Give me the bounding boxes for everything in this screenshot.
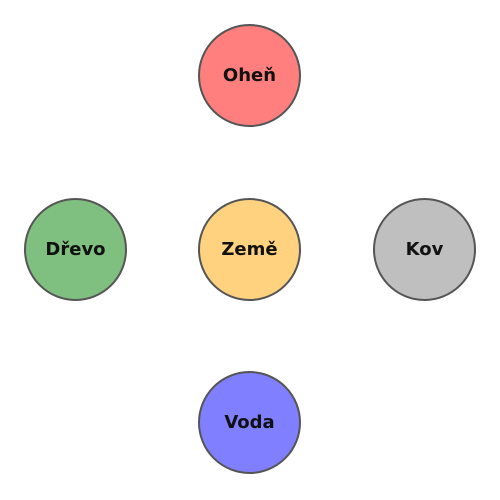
node-fire: Oheň [198,24,301,127]
node-wood-label: Dřevo [45,239,106,260]
node-water: Voda [198,371,301,474]
node-water-label: Voda [224,412,275,433]
node-metal-label: Kov [405,239,444,260]
node-fire-label: Oheň [222,65,277,86]
node-earth: Země [198,198,301,301]
node-earth-label: Země [221,239,278,260]
node-metal: Kov [373,198,476,301]
node-wood: Dřevo [24,198,127,301]
